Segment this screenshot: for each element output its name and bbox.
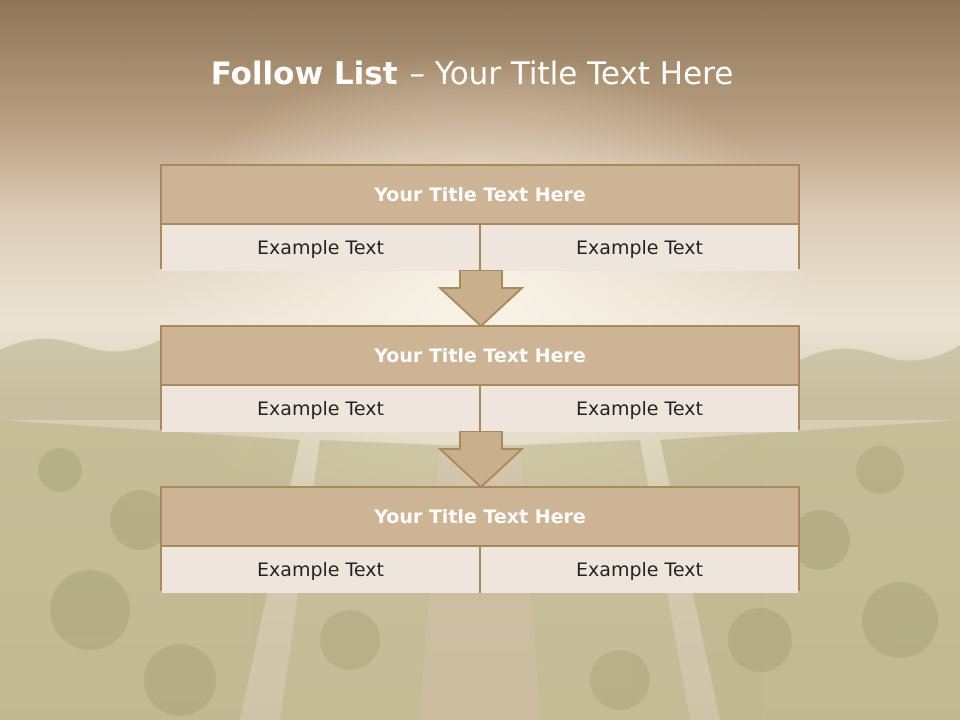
list-block-2: Your Title Text Here Example Text Exampl… bbox=[160, 325, 800, 432]
block-cell-left: Example Text bbox=[162, 386, 479, 432]
block-title: Your Title Text Here bbox=[162, 166, 798, 225]
block-cell-right: Example Text bbox=[479, 225, 798, 271]
slide-title-rest: – Your Title Text Here bbox=[409, 56, 734, 92]
list-block-3: Your Title Text Here Example Text Exampl… bbox=[160, 486, 800, 593]
list-block-1: Your Title Text Here Example Text Exampl… bbox=[160, 164, 800, 271]
block-cell-left: Example Text bbox=[162, 225, 479, 271]
block-title: Your Title Text Here bbox=[162, 327, 798, 386]
slide-title-strong: Follow List bbox=[210, 56, 398, 92]
block-cell-left: Example Text bbox=[162, 547, 479, 593]
slide-title: Follow List – Your Title Text Here bbox=[0, 56, 944, 92]
block-cell-right: Example Text bbox=[479, 386, 798, 432]
block-cell-right: Example Text bbox=[479, 547, 798, 593]
block-title: Your Title Text Here bbox=[162, 488, 798, 547]
down-arrow-icon bbox=[438, 431, 524, 489]
down-arrow-icon bbox=[438, 270, 524, 328]
